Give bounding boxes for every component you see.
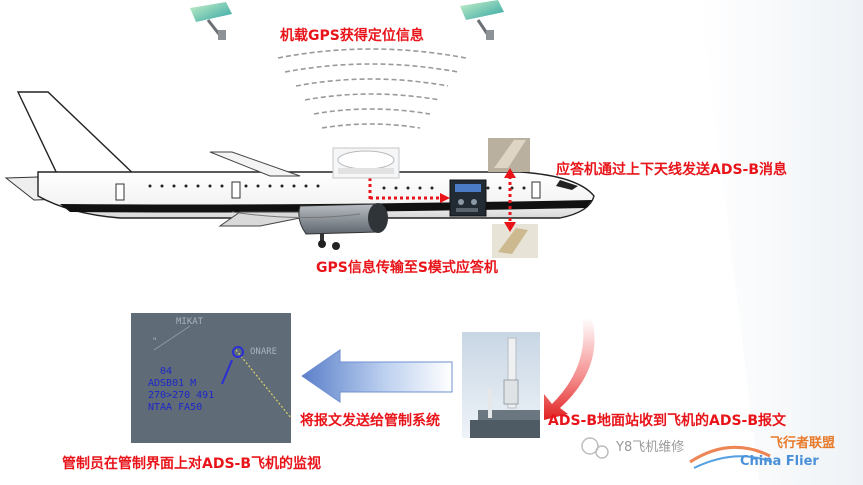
label-send-to-atc: 将报文发送给管制系统	[300, 413, 440, 429]
satellite-right-icon	[458, 0, 504, 40]
waypoint-onare-label: ONARE	[250, 347, 277, 357]
label-controller-monitoring: 管制员在管制界面上对ADS-B飞机的监视	[62, 456, 322, 472]
ground-station-photo	[462, 332, 540, 438]
china-flier-logo	[689, 445, 773, 469]
radar-tag-line4: NTAA FA50	[148, 402, 202, 413]
radar-mark: "	[152, 337, 157, 347]
radar-tag-line2: ADSB01 M	[148, 378, 196, 389]
label-onboard-gps: 机载GPS获得定位信息	[280, 28, 424, 44]
waypoint-mikat-label: MIKAT	[176, 317, 204, 327]
label-ground-station-receive: ADS-B地面站收到飞机的ADS-B报文	[548, 413, 787, 429]
watermark-brand-en: China Flier	[740, 454, 819, 469]
aircraft-to-station-arrow	[544, 318, 595, 420]
lower-antenna-photo	[492, 224, 538, 258]
radar-tag-line3: 270>270 491	[148, 390, 214, 401]
label-gps-to-transponder: GPS信息传输至S模式应答机	[316, 260, 498, 276]
antenna-link-arrow	[504, 168, 516, 232]
to-atc-arrow	[301, 349, 453, 403]
atc-radar-screen: MIKAT ONARE " 04 ADSB01 M 270>270 491 NT…	[131, 313, 292, 443]
gps-antenna-photo	[332, 147, 400, 179]
radar-tag-line1: 04	[160, 366, 172, 377]
satellite-left-icon	[188, 2, 232, 40]
watermark-account: Y8飞机维修	[616, 440, 685, 455]
label-transponder-broadcast: 应答机通过上下天线发送ADS-B消息	[556, 162, 788, 178]
transponder-unit-photo	[449, 179, 487, 217]
gps-signal-waves	[277, 48, 467, 129]
watermark-brand-cn: 飞行者联盟	[770, 436, 836, 451]
upper-antenna-photo	[488, 138, 530, 172]
wechat-icon	[581, 437, 609, 459]
